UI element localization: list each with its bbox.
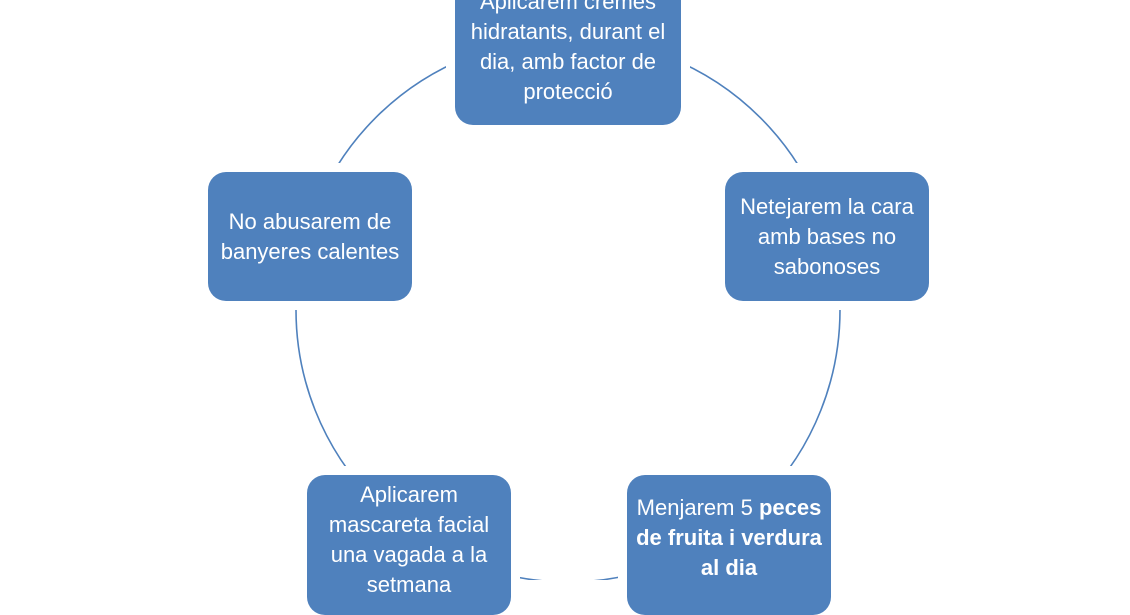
cycle-node-left: No abusarem de banyeres calentes [208, 172, 412, 301]
cycle-node-bottom-right: Menjarem 5 peces de fruita i verdura al … [627, 475, 831, 615]
node-text: Aplicarem mascareta facial una vagada a … [328, 482, 490, 597]
node-text: Netejarem la cara amb bases no sabonoses [740, 193, 914, 279]
node-text: Aplicarem cremes hidratants, durant el d… [470, 0, 666, 104]
cycle-node-top: Aplicarem cremes hidratants, durant el d… [455, 0, 681, 125]
cycle-node-right: Netejarem la cara amb bases no sabonoses [725, 172, 929, 301]
node-text-bold: peces de fruita i verdura al dia [636, 495, 822, 580]
node-text: No abusarem de banyeres calentes [220, 208, 400, 264]
cycle-node-bottom-left: Aplicarem mascareta facial una vagada a … [307, 475, 511, 615]
node-text-normal: Menjarem 5 [636, 495, 759, 520]
node-text: Menjarem 5 peces de fruita i verdura al … [635, 493, 823, 583]
